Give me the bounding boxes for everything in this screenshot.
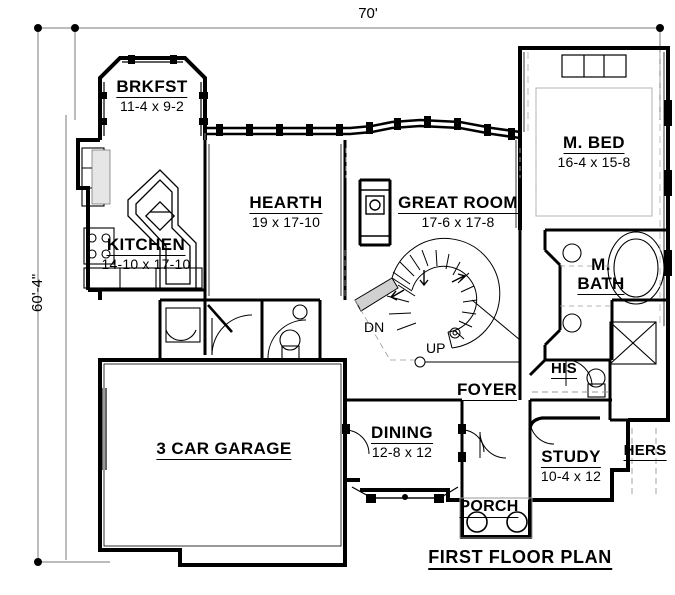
room-dims-kitchen: 14-10 x 17-10 <box>101 255 191 272</box>
room-label-dining: DINING 12-8 x 12 <box>371 424 433 460</box>
room-label-foyer: FOYER <box>456 380 518 401</box>
room-label-great-room: GREAT ROOM 17-6 x 17-8 <box>398 194 518 230</box>
kitchen-island <box>127 169 197 291</box>
overall-width-dimension: 70' <box>358 5 378 22</box>
stair-down-label: DN <box>364 319 385 335</box>
room-label-garage: 3 CAR GARAGE <box>156 439 292 460</box>
room-label-master-bath: M. BATH <box>577 255 625 295</box>
room-name-foyer: FOYER <box>456 380 518 401</box>
master-bath-fixtures <box>560 231 665 398</box>
room-name-master-bath-line2: BATH <box>577 273 625 295</box>
door-jambs <box>342 424 466 462</box>
utility-room-fixtures <box>165 304 308 360</box>
room-label-porch: PORCH <box>459 498 519 518</box>
room-name-brkfst: BRKFST <box>116 77 188 98</box>
room-dims-study: 10-4 x 12 <box>540 467 602 484</box>
room-name-hearth: HEARTH <box>249 193 323 214</box>
garage-door-openings <box>101 388 107 470</box>
room-name-hers: HERS <box>623 442 667 461</box>
foyer-radius-marker <box>414 299 521 368</box>
room-label-hearth: HEARTH 19 x 17-10 <box>249 193 323 230</box>
front-window-mullions <box>366 494 444 503</box>
room-label-master-bed: M. BED 16-4 x 15-8 <box>557 134 630 170</box>
closet-shelving <box>532 391 657 496</box>
room-name-dining: DINING <box>371 423 433 444</box>
room-name-master-bed: M. BED <box>563 133 625 154</box>
room-name-great-room: GREAT ROOM <box>398 193 518 214</box>
room-label-study: STUDY 10-4 x 12 <box>541 448 601 484</box>
room-label-his: HIS <box>551 361 577 379</box>
room-dims-hearth: 19 x 17-10 <box>251 213 321 230</box>
room-name-porch: PORCH <box>459 498 519 518</box>
great-room-builtins <box>345 148 521 178</box>
breakfast-window-mullions <box>98 55 208 125</box>
room-name-garage: 3 CAR GARAGE <box>156 439 292 460</box>
room-dims-master-bed: 16-4 x 15-8 <box>557 153 631 170</box>
plan-title: FIRST FLOOR PLAN <box>428 548 612 570</box>
staircase-guide-lines <box>344 250 420 361</box>
room-dims-great-room: 17-6 x 17-8 <box>421 213 495 230</box>
master-bed-wall-mullions <box>664 100 672 276</box>
guide-lines <box>204 52 661 326</box>
room-dims-brkfst: 11-4 x 9-2 <box>120 97 184 114</box>
dimension-lines <box>37 27 661 563</box>
stair-up-label: UP <box>426 340 446 356</box>
porch-slab <box>459 497 533 539</box>
room-dims-dining: 12-8 x 12 <box>371 443 433 460</box>
room-name-kitchen: KITCHEN <box>106 235 186 256</box>
room-label-brkfst: BRKFST 11-4 x 9-2 <box>116 77 188 114</box>
room-name-his: HIS <box>551 360 577 379</box>
study-bay-wall <box>528 416 600 431</box>
dimension-endpoints <box>34 24 664 566</box>
room-name-master-bath-line1: M. <box>591 255 611 274</box>
kitchen-counters <box>81 147 203 289</box>
room-label-kitchen: KITCHEN 14-10 x 17-10 <box>102 236 191 272</box>
rear-wall-window-run <box>205 118 521 140</box>
fireplace <box>359 179 391 246</box>
plan-title-text: FIRST FLOOR PLAN <box>428 548 612 570</box>
room-name-study: STUDY <box>541 447 601 468</box>
room-label-hers: HERS <box>623 442 667 461</box>
curved-staircase <box>354 238 501 349</box>
overall-depth-dimension: 60'-4" <box>29 273 47 312</box>
rear-wall-window-mullions <box>216 116 515 140</box>
